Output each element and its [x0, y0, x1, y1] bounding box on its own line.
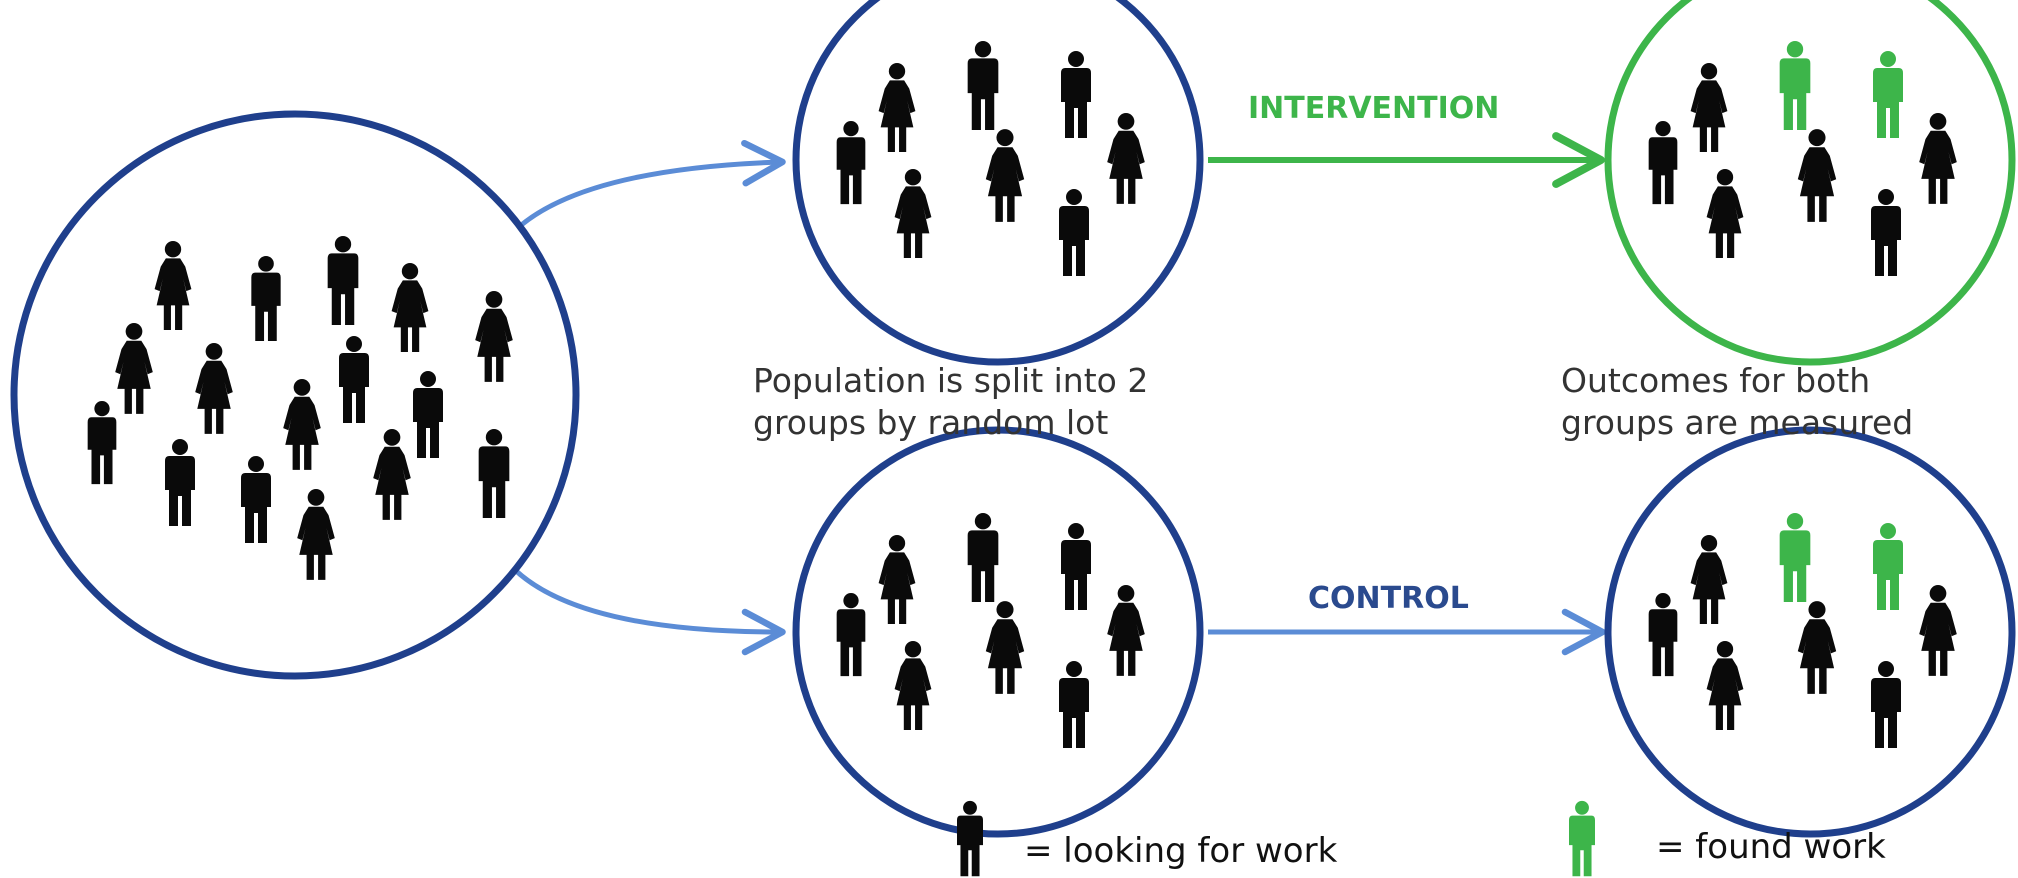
legend: = looking for work = found work	[957, 800, 1886, 877]
person-male-icon-green	[1569, 800, 1595, 877]
control-label: CONTROL	[1308, 581, 1469, 616]
measure-caption-line2: groups are measured	[1561, 403, 1913, 442]
split-caption-line1: Population is split into 2	[753, 361, 1148, 400]
split-caption-line2: groups by random lot	[753, 403, 1108, 442]
intervention-label: INTERVENTION	[1248, 91, 1499, 126]
legend-found-work: = found work	[1656, 827, 1886, 867]
legend-looking-for-work: = looking for work	[1024, 831, 1338, 871]
arrow-population-to-intervention	[492, 139, 786, 257]
population-circle	[10, 110, 580, 680]
arrow-population-to-control	[492, 543, 786, 656]
measure-caption-line1: Outcomes for both	[1561, 361, 1870, 400]
